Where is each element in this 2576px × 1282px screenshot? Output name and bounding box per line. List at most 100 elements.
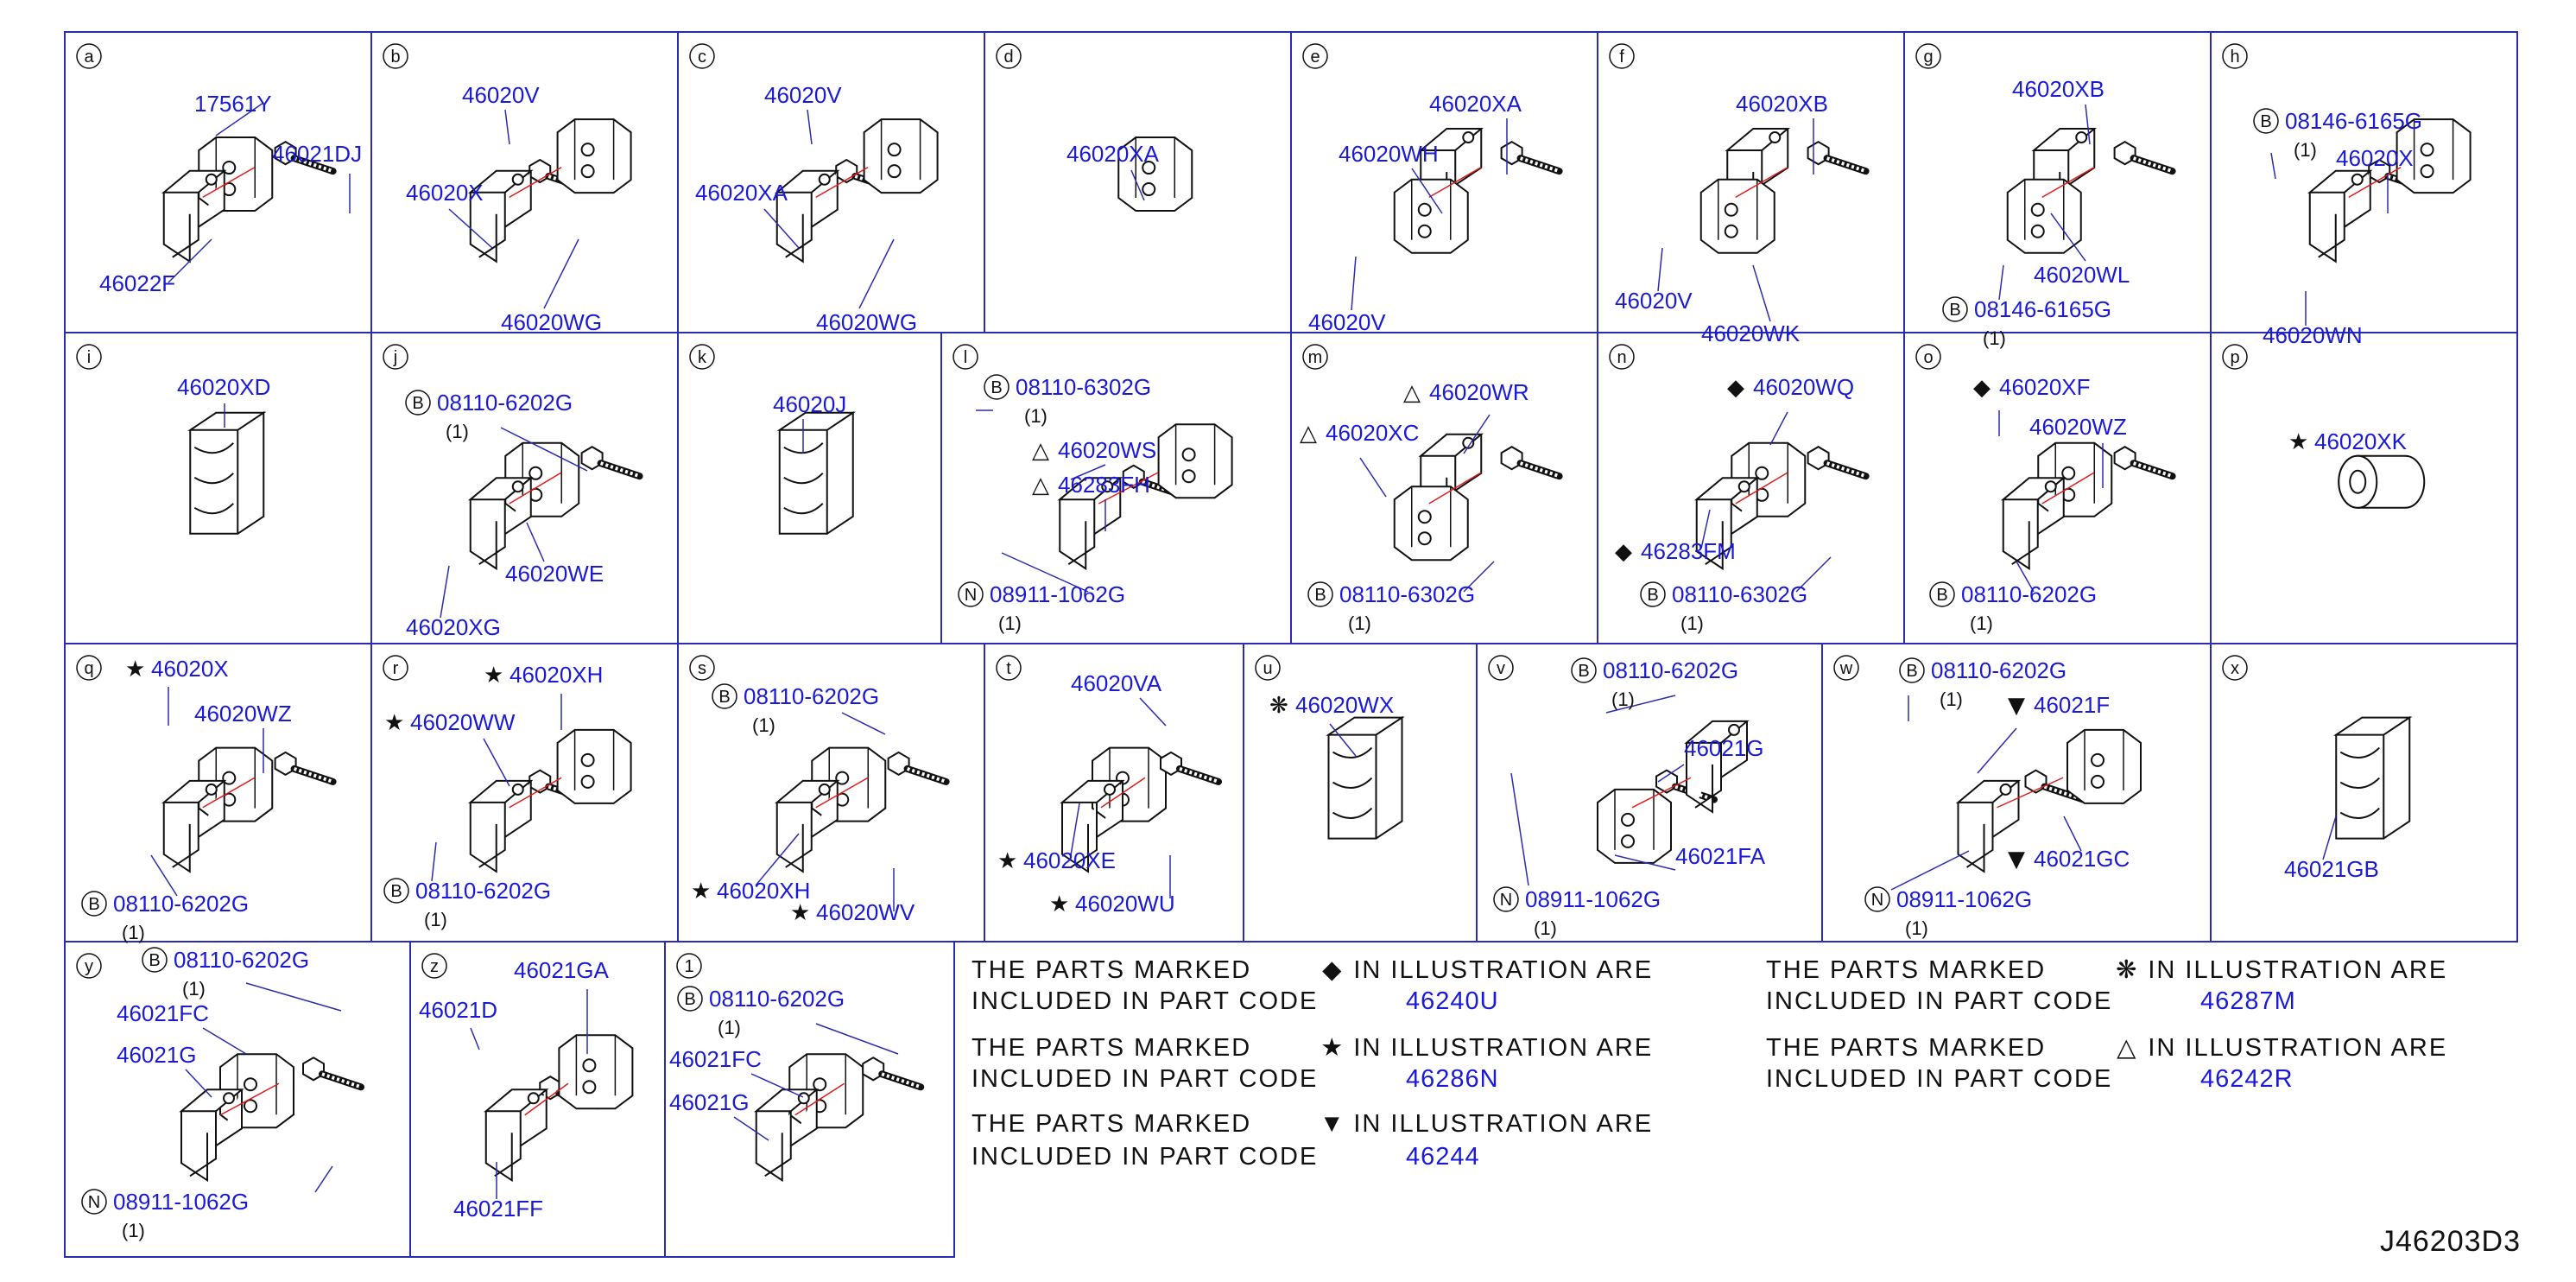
- part-number: 46283FM: [1641, 538, 1736, 564]
- part-callout: 46020XG: [406, 565, 501, 640]
- part-callout: 46021GA: [514, 957, 610, 1054]
- part-callout: 46020XB: [1736, 91, 1828, 175]
- leader-line: [1070, 803, 1080, 856]
- leader-line: [2085, 104, 2091, 145]
- part-callout: 46022F: [99, 238, 212, 296]
- part-number: 46020V: [1615, 288, 1693, 314]
- leader-line: [1411, 168, 1443, 214]
- panel-letter: 1: [684, 957, 693, 976]
- part-callout: 46020V: [462, 82, 540, 145]
- part-number: 46021G: [117, 1042, 197, 1068]
- prefix-badge: N: [1871, 891, 1883, 910]
- part-number: 46020WK: [1701, 320, 1801, 346]
- part-callout: 17561Y: [194, 91, 272, 136]
- leader-line: [755, 833, 800, 886]
- block-part-drawing: [1092, 746, 1167, 822]
- leader-line: [1977, 727, 2017, 774]
- quantity: (1): [1348, 612, 1371, 634]
- part-callout: ★46020WU: [1049, 855, 1175, 917]
- quantity: (1): [1983, 327, 2006, 349]
- leader-line: [841, 712, 886, 735]
- part-number: 46020WX: [1295, 692, 1394, 718]
- panel-letter: f: [1619, 48, 1624, 67]
- part-number: 46020XD: [177, 374, 270, 400]
- part-callout: 46021G: [117, 1042, 212, 1098]
- leader-line: [448, 208, 493, 249]
- leader-line: [1614, 854, 1676, 871]
- marker-icon: △: [1032, 438, 1049, 464]
- part-number: 46020XB: [1736, 91, 1828, 117]
- leader-line: [2063, 816, 2082, 852]
- part-callout: ◆ 46020XF: [1973, 374, 2091, 436]
- block-part-drawing: [1393, 178, 1469, 254]
- part-callout: ★46020XE: [997, 803, 1116, 874]
- bolt-part-drawing: [2113, 446, 2176, 480]
- leader-line: [504, 109, 510, 145]
- quantity: (1): [1024, 405, 1047, 427]
- bracket-part-drawing: [161, 779, 227, 873]
- leader-line: [1795, 556, 1832, 593]
- panel-letter: o: [1923, 348, 1933, 367]
- leader-line: [1605, 695, 1676, 714]
- leader-line: [1657, 764, 1685, 783]
- part-callout: 46020XB: [2012, 76, 2104, 145]
- leader-line: [1070, 464, 1106, 480]
- part-number: 46021GB: [2284, 856, 2379, 882]
- clip-part-drawing: [1326, 715, 1405, 840]
- block-part-drawing: [1117, 136, 1193, 213]
- part-callout: 46021FC: [669, 1046, 804, 1098]
- part-number: 46020XC: [1326, 420, 1419, 446]
- part-callout: △46020WR: [1403, 379, 1529, 454]
- marker-icon: ◆: [1973, 375, 1991, 401]
- quantity: (1): [1680, 612, 1704, 634]
- bracket-part-drawing: [483, 1088, 549, 1183]
- part-number: 08110-6202G: [1603, 657, 1738, 683]
- part-callout: 46021D: [419, 997, 497, 1050]
- bolt-part-drawing: [1807, 141, 1870, 175]
- prefix-badge: B: [2260, 112, 2271, 131]
- bracket-part-drawing: [467, 779, 534, 873]
- marker-icon: ★: [125, 657, 145, 682]
- leader-line: [2270, 152, 2276, 180]
- prefix-badge: B: [1647, 586, 1658, 605]
- bracket-part-drawing: [1060, 779, 1125, 873]
- triangle-down-icon: ▼: [1319, 1110, 1345, 1138]
- block-part-drawing: [1597, 788, 1672, 864]
- part-number: 46020X: [406, 180, 484, 206]
- leader-line: [815, 1023, 899, 1055]
- part-callout: 46020V: [1615, 247, 1693, 314]
- part-callout: ★46020XH: [484, 662, 603, 730]
- leader-line: [1657, 247, 1663, 292]
- quantity: (1): [424, 909, 447, 930]
- part-callout: 46020WK: [1701, 264, 1801, 346]
- part-callout: 46020V: [1308, 256, 1386, 335]
- legend-code: 46240U: [1406, 987, 1499, 1015]
- leader-line: [483, 738, 510, 787]
- part-number: 08146-6165G: [1974, 296, 2111, 322]
- part-number: 46020XH: [717, 878, 810, 904]
- leader-line: [543, 238, 579, 309]
- prefix-badge: B: [1906, 662, 1917, 681]
- part-number: 17561Y: [194, 91, 272, 117]
- leader-line: [807, 109, 813, 145]
- leader-line: [858, 238, 895, 309]
- part-callout: 46021FA: [1614, 843, 1766, 871]
- panel-letter: a: [84, 48, 94, 67]
- parts-legend: THE PARTS MARKED ◆ IN ILLUSTRATION ARE I…: [972, 956, 2448, 1171]
- panel-letter: t: [1006, 659, 1011, 678]
- marker-icon: ★: [384, 710, 404, 736]
- part-number: 46020XF: [1999, 374, 2091, 400]
- leader-line: [526, 522, 545, 562]
- bracket-part-drawing: [2000, 477, 2066, 571]
- triangle-up-icon: △: [2117, 1034, 2136, 1062]
